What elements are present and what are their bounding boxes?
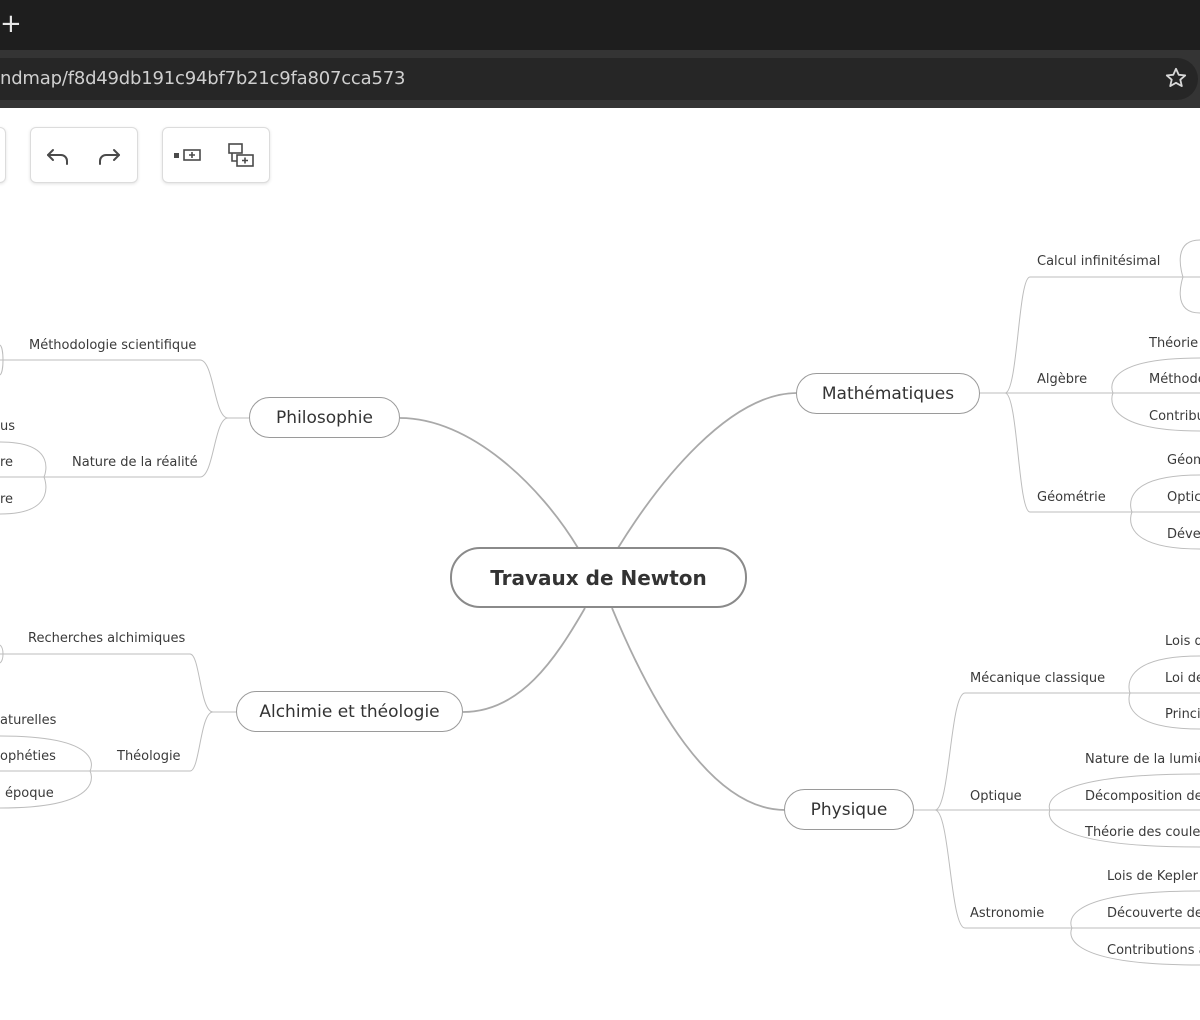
node-philosophie[interactable]: Philosophie [249, 397, 400, 438]
node-mathematiques[interactable]: Mathématiques [796, 373, 980, 414]
node-optique[interactable]: Optique [970, 789, 1022, 804]
toolbar-group-history [30, 127, 138, 183]
add-child-node-icon[interactable] [227, 141, 255, 169]
node-theologie-child[interactable]: ophéties [0, 749, 56, 764]
node-nature-child[interactable]: us [0, 419, 16, 434]
node-mecanique-child[interactable]: Loi de [1165, 671, 1200, 686]
new-tab-button[interactable]: + [0, 9, 22, 39]
node-mecanique-classique[interactable]: Mécanique classique [970, 671, 1106, 686]
node-optique-child[interactable]: Nature de la lumiè [1085, 752, 1200, 767]
node-algebre-child[interactable]: Théorie [1149, 336, 1199, 351]
node-optique-child[interactable]: Décomposition de [1085, 789, 1200, 804]
node-algebre-child[interactable]: Contribu [1149, 409, 1200, 424]
node-mecanique-child[interactable]: Lois d [1165, 634, 1200, 649]
node-methodologie-scientifique[interactable]: Méthodologie scientifique [29, 338, 197, 353]
url-text[interactable]: ndmap/f8d49db191c94bf7b21c9fa807cca573 [0, 68, 406, 89]
node-nature-realite[interactable]: Nature de la réalité [72, 455, 198, 470]
node-algebre[interactable]: Algèbre [1037, 372, 1088, 387]
node-geometrie[interactable]: Géométrie [1037, 490, 1106, 505]
redo-icon[interactable] [95, 141, 123, 169]
node-astronomie-child[interactable]: Découverte de [1107, 906, 1200, 921]
node-geometrie-child[interactable]: Géom [1167, 453, 1200, 468]
undo-icon[interactable] [44, 141, 72, 169]
node-recherches-alchimiques[interactable]: Recherches alchimiques [28, 631, 186, 646]
node-theologie-child[interactable]: aturelles [0, 713, 57, 728]
node-alchimie-theologie[interactable]: Alchimie et théologie [236, 691, 463, 732]
node-geometrie-child[interactable]: Optic [1167, 490, 1200, 505]
node-nature-child[interactable]: re [0, 492, 14, 507]
node-geometrie-child[interactable]: Dével [1167, 527, 1200, 542]
node-astronomie[interactable]: Astronomie [970, 906, 1045, 921]
root-node[interactable]: Travaux de Newton [450, 547, 747, 608]
node-algebre-child[interactable]: Méthode [1149, 372, 1200, 387]
node-calcul-infinitesimal[interactable]: Calcul infinitésimal [1037, 254, 1161, 269]
node-theologie[interactable]: Théologie [117, 749, 181, 764]
node-nature-child[interactable]: re [0, 455, 14, 470]
browser-tab-strip: + [0, 0, 1200, 50]
toolbar-group-nodes [162, 127, 270, 183]
browser-address-bar: ndmap/f8d49db191c94bf7b21c9fa807cca573 [0, 50, 1200, 108]
node-physique[interactable]: Physique [784, 789, 914, 830]
mindmap-connectors [0, 239, 1200, 966]
add-sibling-node-icon[interactable] [173, 141, 201, 169]
node-theologie-child[interactable]: époque [5, 786, 54, 801]
url-field[interactable]: ndmap/f8d49db191c94bf7b21c9fa807cca573 [0, 58, 1198, 100]
node-astronomie-child[interactable]: Contributions à [1107, 943, 1200, 958]
node-astronomie-child[interactable]: Lois de Kepler [1107, 869, 1198, 884]
star-icon[interactable] [1164, 66, 1188, 90]
node-optique-child[interactable]: Théorie des couleu [1085, 825, 1200, 840]
node-mecanique-child[interactable]: Princi [1165, 707, 1200, 722]
